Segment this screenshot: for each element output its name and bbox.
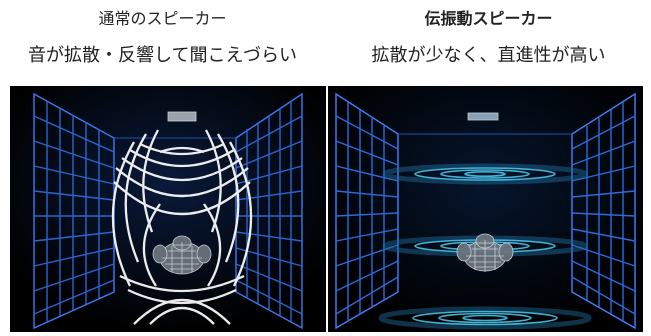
vibration-speaker-caption: 伝振動スピーカー 拡散が少なく、直進性が高い bbox=[326, 0, 651, 84]
listener-head bbox=[152, 235, 212, 275]
right-wall-grid bbox=[235, 92, 303, 330]
normal-speaker-illustration bbox=[10, 86, 326, 332]
diffuse-sound-waves bbox=[111, 129, 253, 325]
vibration-speaker-title: 伝振動スピーカー bbox=[424, 9, 553, 28]
ceiling-speaker bbox=[167, 111, 197, 122]
listener-head bbox=[456, 233, 514, 272]
normal-speaker-title: 通常のスピーカー bbox=[98, 9, 227, 28]
normal-speaker-caption: 通常のスピーカー 音が拡散・反響して聞こえづらい bbox=[0, 0, 325, 84]
directional-sound-rings bbox=[378, 163, 592, 330]
right-wall-grid bbox=[571, 92, 636, 330]
left-wall-grid bbox=[33, 92, 115, 330]
vibration-speaker-illustration bbox=[328, 86, 643, 332]
vibration-speaker-subtitle: 拡散が少なく、直進性が高い bbox=[371, 45, 606, 66]
ceiling-speaker bbox=[467, 112, 499, 121]
left-wall-grid bbox=[335, 92, 399, 330]
normal-speaker-subtitle: 音が拡散・反響して聞こえづらい bbox=[28, 45, 297, 66]
